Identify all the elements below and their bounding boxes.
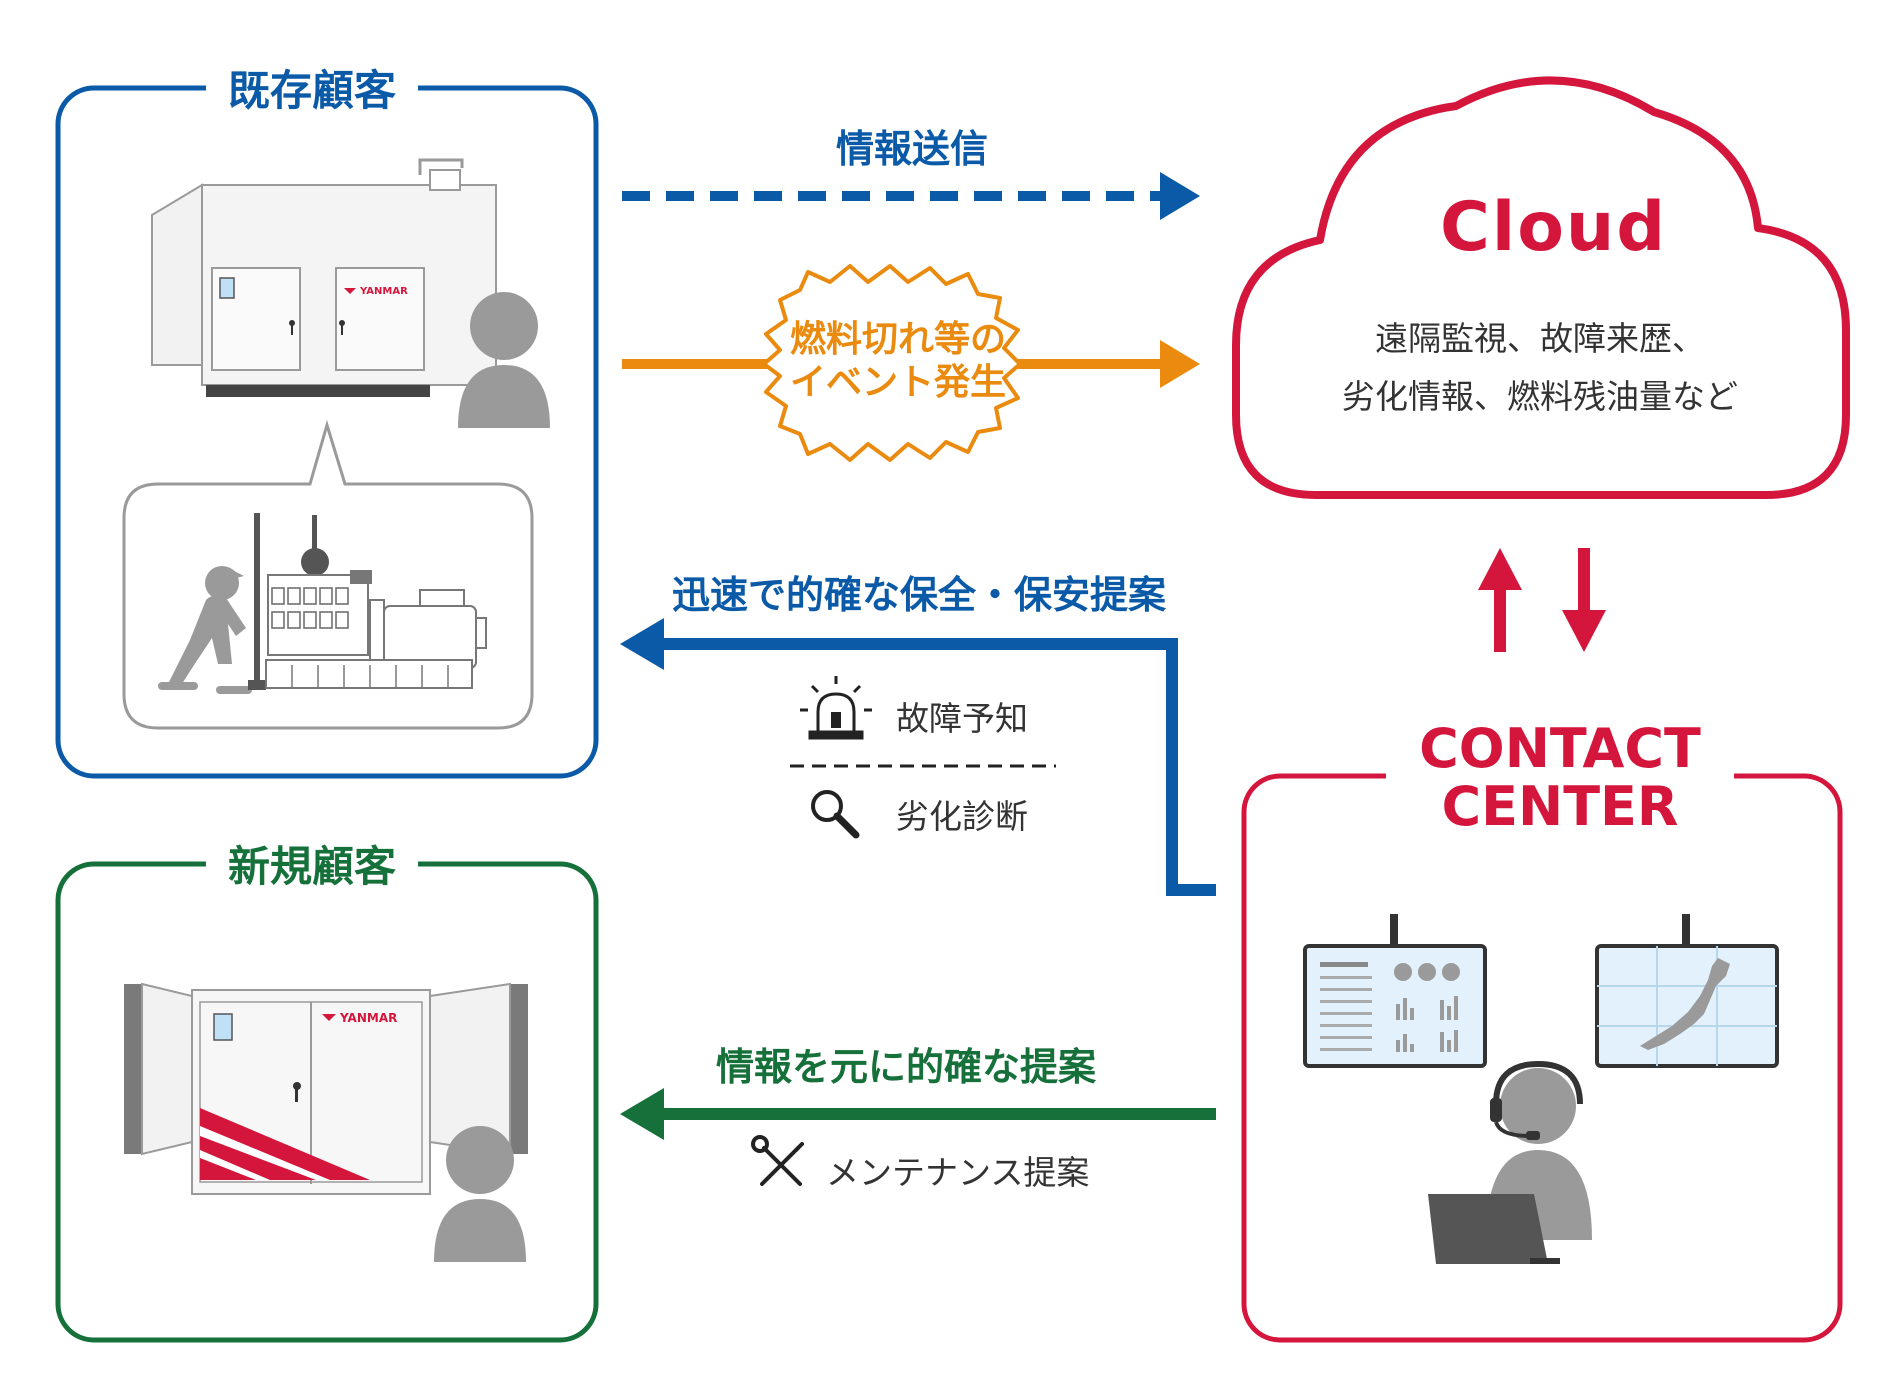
info-send-arrow <box>622 172 1200 220</box>
failure-prediction-label: 故障予知 <box>896 699 1028 738</box>
cloud-title: Cloud <box>1440 188 1668 267</box>
existing-customer-title: 既存顧客 <box>206 70 419 112</box>
existing-generator-brand: YANMAR <box>359 286 408 297</box>
degradation-diagnosis-label: 劣化診断 <box>896 797 1028 836</box>
cloud-text-line1: 遠隔監視、故障来歴、 <box>1375 319 1705 358</box>
map-monitor-icon <box>1595 914 1779 1068</box>
generator-existing-icon <box>151 158 497 397</box>
engine-icon <box>248 513 487 690</box>
event-label-line1: 燃料切れ等の <box>789 319 1006 360</box>
new-proposal-label: 情報を元に的確な提案 <box>716 1045 1097 1089</box>
contact-center-title-line2: CENTER <box>1441 774 1679 838</box>
event-label: 燃料切れ等の イベント発生 <box>778 318 1018 404</box>
worker-icon <box>158 566 252 694</box>
alarm-icon <box>800 676 872 740</box>
proposal-arrow <box>620 618 1216 896</box>
wrench-icon <box>751 1135 804 1186</box>
new-customer-title: 新規顧客 <box>206 846 419 888</box>
info-send-label: 情報送信 <box>836 127 989 171</box>
cloud-shape <box>1232 76 1850 499</box>
generator-new-icon <box>124 982 528 1195</box>
cloud-contact-arrows <box>1478 548 1606 652</box>
new-generator-brand: YANMAR <box>339 1011 397 1025</box>
maintenance-proposal-label: メンテナンス提案 <box>826 1153 1090 1192</box>
person-new-icon <box>434 1126 526 1262</box>
event-burst-shape <box>762 264 1022 462</box>
new-proposal-arrow <box>620 1088 1216 1140</box>
person-existing-icon <box>458 292 550 428</box>
proposal-label: 迅速で的確な保全・保安提案 <box>672 573 1167 617</box>
magnifier-icon <box>811 790 860 839</box>
dashboard-monitor-icon <box>1303 914 1487 1068</box>
cloud-text-line2: 劣化情報、燃料残油量など <box>1342 377 1738 416</box>
contact-center-title-line1: CONTACT <box>1419 717 1701 780</box>
laptop-icon <box>1428 1194 1560 1264</box>
event-label-line2: イベント発生 <box>789 362 1006 404</box>
contact-center-title: CONTACT CENTER <box>1386 720 1734 836</box>
